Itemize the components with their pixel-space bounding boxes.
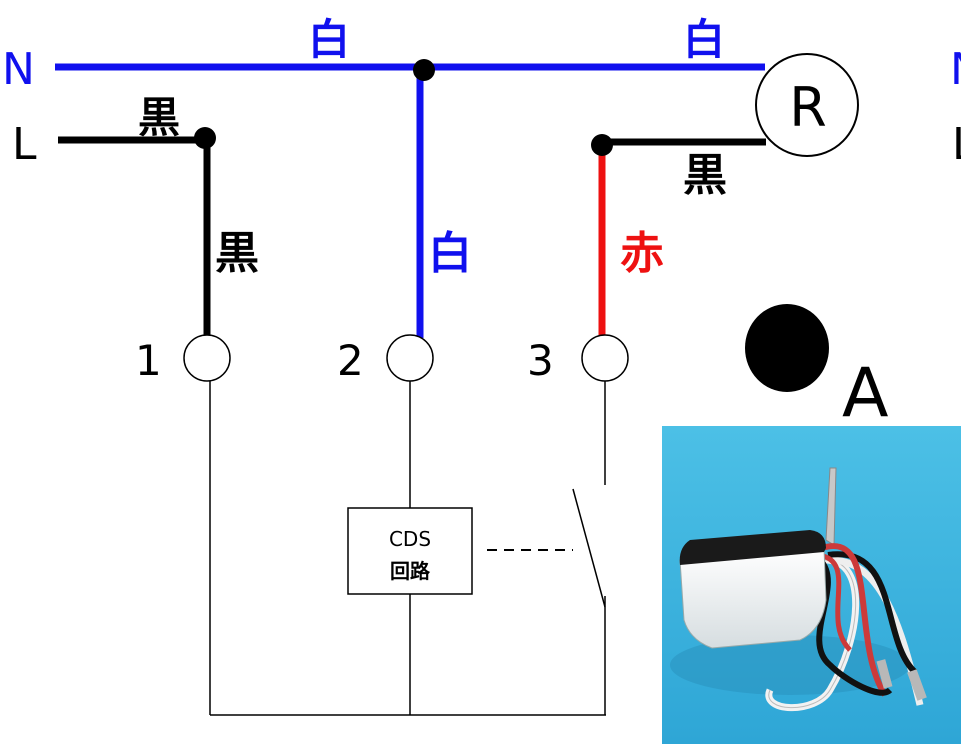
junction-dot-neutral: [413, 59, 435, 81]
wire-label-red-vertical: 赤: [620, 228, 664, 279]
junction-dot-line: [194, 127, 216, 149]
terminal-circle-1: [183, 334, 231, 382]
lamp-symbol: [755, 53, 859, 157]
terminal-circle-2: [386, 334, 434, 382]
wire-label-black-top: 黒: [138, 93, 180, 142]
terminal-l-right: L: [952, 119, 961, 170]
terminal-l: L: [12, 119, 37, 170]
terminal-n: N: [2, 44, 35, 95]
lamp-label: R: [789, 76, 827, 139]
terminal-circle-3: [581, 334, 629, 382]
wire-label-white-top-right: 白: [683, 15, 725, 64]
wire-label-white-top-left: 白: [308, 15, 350, 64]
component-photo: [662, 426, 961, 744]
marker-label-a: A: [842, 354, 889, 433]
terminal-number-2: 2: [337, 336, 364, 385]
cds-circuit-box: [347, 507, 473, 595]
wire-label-black-vertical: 黒: [215, 228, 259, 279]
wire-label-white-vertical: 白: [428, 228, 472, 279]
terminal-number-1: 1: [135, 336, 162, 385]
cds-label-line2: 回路: [390, 559, 431, 583]
switch-blade: [572, 488, 606, 608]
cds-label-line1: CDS: [389, 527, 431, 551]
wire-label-black-lamp: 黒: [683, 150, 727, 201]
marker-dot: [745, 304, 829, 392]
terminal-n-right: N: [950, 44, 961, 95]
junction-dot-lamp: [591, 134, 613, 156]
terminal-number-3: 3: [527, 336, 554, 385]
